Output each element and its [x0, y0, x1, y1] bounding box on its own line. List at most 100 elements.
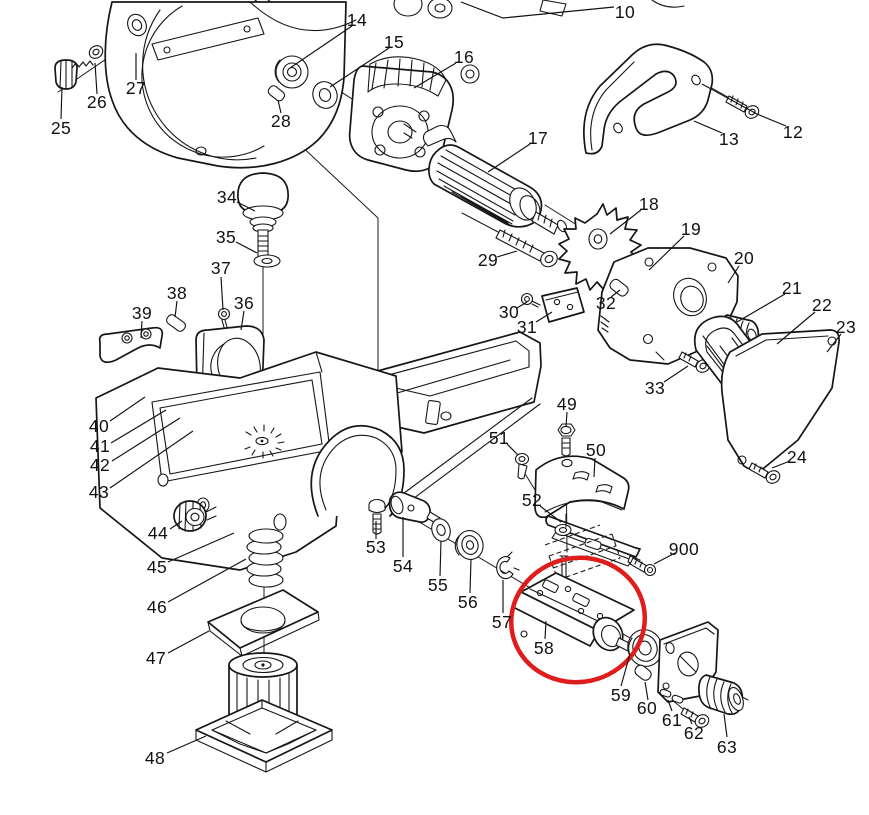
planer-body	[95, 331, 542, 571]
rear-handle	[583, 43, 714, 155]
leader-line-24	[771, 460, 791, 469]
leader-line-16	[413, 62, 457, 89]
part-label-44: 44	[148, 523, 168, 543]
part-label-14: 14	[347, 10, 367, 30]
part-label-57: 57	[492, 612, 512, 632]
leader-line-42	[111, 417, 181, 462]
screw-900	[629, 557, 657, 577]
pin-32	[609, 278, 629, 297]
leader-line-38	[174, 300, 178, 318]
bolt-29	[495, 229, 558, 268]
leader-line-13	[693, 120, 723, 134]
leader-line-55	[439, 540, 442, 577]
part-label-53: 53	[366, 537, 386, 557]
part-label-26: 26	[87, 92, 107, 112]
part-label-13: 13	[719, 129, 739, 149]
part-label-51: 51	[489, 428, 509, 448]
pin-38	[166, 314, 186, 332]
lock-knob-44	[173, 500, 217, 532]
part-label-50: 50	[586, 440, 606, 460]
part-label-21: 21	[782, 278, 802, 298]
seat-plate-47	[207, 589, 320, 657]
chip-deflector	[98, 326, 164, 364]
brush-cap	[54, 59, 78, 90]
screw-24	[748, 462, 781, 484]
leader-line-29	[496, 250, 518, 258]
part-label-49: 49	[557, 394, 577, 414]
brush-holder-31	[541, 287, 585, 323]
leader-line-46	[167, 558, 247, 603]
part-label-58: 58	[534, 638, 554, 658]
leader-line-50	[593, 457, 596, 478]
part-label-45: 45	[147, 557, 167, 577]
leader-line-33	[663, 365, 689, 383]
leader-line-44	[169, 520, 183, 530]
screw-53	[368, 498, 386, 535]
part-label-48: 48	[145, 748, 165, 768]
leader-line-20	[727, 265, 740, 284]
leader-line-37	[220, 276, 224, 311]
brush-spring-screw	[71, 45, 104, 69]
part-label-63: 63	[717, 737, 737, 757]
part-label-24: 24	[787, 447, 807, 467]
part-label-43: 43	[89, 482, 109, 502]
part-label-39: 39	[132, 303, 152, 323]
depth-knob	[237, 172, 289, 261]
part-label-12: 12	[783, 122, 803, 142]
leader-line-19	[648, 235, 685, 271]
leader-line-61	[667, 699, 673, 712]
drum-housing-arch	[310, 424, 405, 517]
adjustment-dial	[244, 424, 285, 459]
part-label-40: 40	[89, 416, 109, 436]
part-label-900: 900	[669, 539, 699, 559]
leader-line-32	[610, 289, 621, 298]
part-label-29: 29	[478, 250, 498, 270]
leader-line-51	[506, 443, 519, 456]
leader-line-56	[469, 558, 472, 594]
part-label-61: 61	[662, 710, 682, 730]
motor-housing	[104, 1, 357, 169]
base-assembly-48	[195, 652, 333, 773]
part-label-28: 28	[271, 111, 291, 131]
part-label-32: 32	[596, 293, 616, 313]
leader-line-10	[460, 1, 615, 19]
part-label-55: 55	[428, 575, 448, 595]
part-label-47: 47	[146, 648, 166, 668]
part-label-59: 59	[611, 685, 631, 705]
part-label-15: 15	[384, 32, 404, 52]
leader-line-62	[688, 716, 693, 725]
part-label-38: 38	[167, 283, 187, 303]
part-label-56: 56	[458, 592, 478, 612]
part-label-27: 27	[126, 78, 146, 98]
screw-62	[680, 707, 710, 728]
screw-51	[514, 452, 530, 480]
part-label-23: 23	[836, 317, 856, 337]
part-label-18: 18	[639, 194, 659, 214]
leader-line-39	[140, 320, 143, 339]
pin-60	[634, 664, 652, 681]
leader-line-900	[653, 552, 676, 565]
leader-line-43	[109, 430, 194, 489]
leader-line-41	[110, 409, 167, 444]
leader-line-40	[109, 396, 146, 422]
belt-cover	[720, 329, 840, 471]
blade-cover-50	[534, 455, 630, 519]
part-label-31: 31	[517, 317, 537, 337]
leader-line-12	[701, 83, 787, 127]
leader-line-52	[539, 505, 562, 523]
part-label-46: 46	[147, 597, 167, 617]
leader-line-14	[289, 25, 353, 69]
part-label-42: 42	[90, 455, 110, 475]
leader-line-22	[776, 311, 816, 345]
leader-line-23	[826, 333, 842, 353]
part-label-36: 36	[234, 293, 254, 313]
part-label-17: 17	[528, 128, 548, 148]
part-labels: 1012131415161718192021222324252627282930…	[51, 1, 856, 768]
leader-line-45	[167, 532, 235, 563]
leader-line-63	[723, 713, 728, 738]
part-label-37: 37	[211, 258, 231, 278]
leader-line-49	[565, 411, 568, 428]
leader-line-17	[487, 143, 531, 173]
screw-49	[557, 423, 576, 457]
